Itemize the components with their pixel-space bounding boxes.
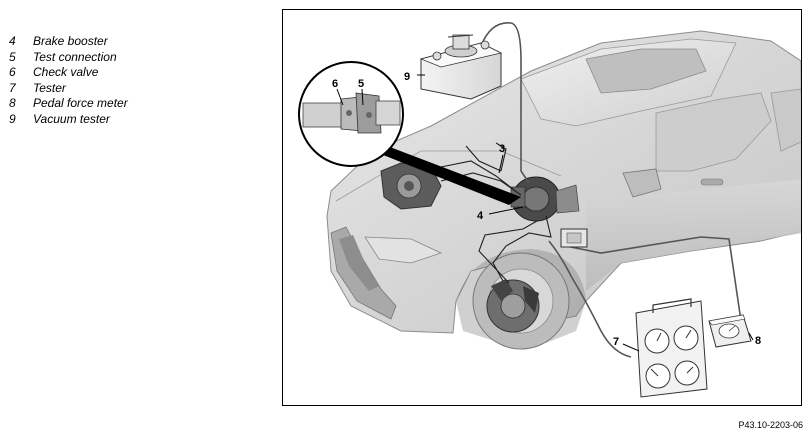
test-connection-block: [560, 228, 588, 248]
callout-6: 6: [332, 78, 338, 90]
legend-label: Check valve: [33, 65, 99, 79]
legend-number: 5: [9, 49, 16, 64]
callout-8: 8: [755, 335, 761, 347]
legend-number: 7: [9, 80, 16, 95]
tester-illustration: [635, 298, 708, 398]
legend-label: Vacuum tester: [33, 111, 110, 126]
callout-7: 7: [613, 336, 619, 348]
vacuum-tester-illustration: [419, 34, 503, 100]
legend-number: 6: [9, 65, 16, 79]
pedal-force-meter-illustration: [708, 314, 752, 348]
legend-item: 8 Pedal force meter: [9, 96, 128, 112]
legend-item: 9 Vacuum tester: [9, 112, 128, 128]
brake-booster-test-diagram: 6 5 3 4 9 7 8: [298, 22, 801, 398]
brake-booster: [510, 176, 580, 222]
callout-3: 3: [499, 143, 505, 155]
diagram-frame: 6 5 3 4 9 7 8: [282, 9, 802, 406]
callout-9: 9: [404, 71, 410, 83]
legend: 4 Brake booster 5 Test connection 6 Chec…: [9, 34, 128, 127]
callout-4: 4: [477, 210, 484, 222]
callout-5: 5: [358, 78, 364, 90]
legend-number: 4: [9, 34, 16, 48]
leader-lines: [336, 74, 754, 352]
figure-code: P43.10-2203-06: [738, 420, 803, 430]
legend-number: 8: [9, 96, 16, 110]
legend-label: Test connection: [33, 49, 117, 64]
legend-item: 4 Brake booster: [9, 34, 128, 50]
legend-label: Brake booster: [33, 34, 108, 48]
legend-label: Tester: [33, 80, 66, 95]
brake-lines: [430, 142, 552, 284]
legend-number: 9: [9, 111, 16, 126]
rear-brake-assembly: [380, 162, 442, 210]
legend-item: 5 Test connection: [9, 50, 128, 66]
front-brake-assembly: [486, 279, 540, 333]
detail-magnifier: [298, 61, 521, 205]
legend-label: Pedal force meter: [33, 96, 128, 110]
legend-item: 7 Tester: [9, 81, 128, 97]
legend-item: 6 Check valve: [9, 65, 128, 81]
